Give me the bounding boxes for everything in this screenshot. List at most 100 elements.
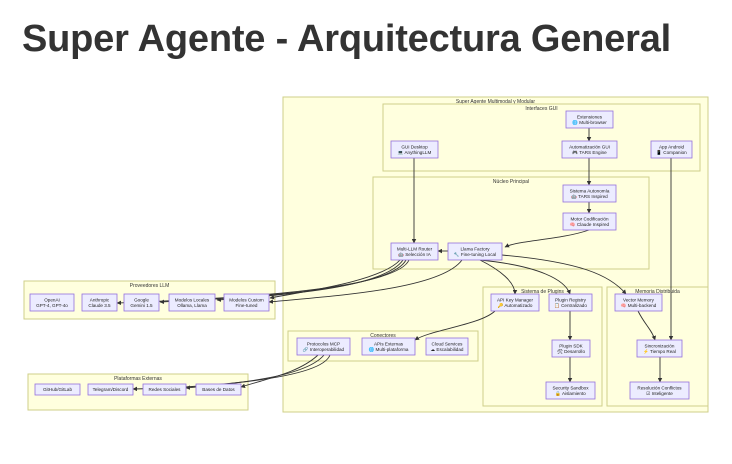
- node-label: 💻 AnythingLLM: [398, 150, 432, 156]
- node-box: [562, 212, 617, 231]
- node-label: ⚡ Tiempo Real: [643, 348, 676, 355]
- node-label: 🔧 Fine-tuning Local: [454, 251, 496, 258]
- node-box: [195, 383, 242, 396]
- node-github[interactable]: GitHub/GitLab: [34, 383, 81, 396]
- edge-connector: [240, 354, 319, 388]
- node-box: [551, 339, 591, 358]
- node-label: 🔒 Aislamiento: [555, 391, 586, 397]
- node-sync[interactable]: Sincronización⚡ Tiempo Real: [636, 339, 683, 358]
- node-registry[interactable]: Plugin Registry📋 Centralizado: [548, 293, 593, 312]
- cluster-title: Proveedores LLM: [130, 283, 169, 289]
- node-label: Cloud Services: [432, 341, 464, 346]
- node-label: APIs Externas: [374, 341, 404, 346]
- node-label: Claude 3.5: [88, 303, 111, 308]
- edge-connector: [414, 310, 496, 341]
- cluster-title: Interfaces GUI: [525, 106, 557, 112]
- node-label: 📱 Companion: [656, 149, 687, 156]
- node-cloud[interactable]: Cloud Services☁ Escalabilidad: [425, 337, 469, 356]
- cluster-title: Plataformas Externas: [114, 376, 162, 382]
- node-box: [390, 140, 439, 159]
- node-label: 🌐 Multi-plataforma: [369, 346, 409, 353]
- page-title: Super Agente - Arquitectura General: [22, 18, 671, 60]
- edge-connector: [268, 259, 463, 304]
- edge-connector: [501, 254, 627, 295]
- node-label: Telegram/Discord: [93, 387, 129, 392]
- node-label: 🧠 Claude Inspired: [570, 222, 610, 227]
- cluster-title: Núcleo Principal: [493, 179, 529, 185]
- node-label: 🤖 TARS Inspired: [571, 193, 608, 200]
- node-extensions[interactable]: Extensiones🌐 Multi-browser: [565, 110, 614, 129]
- node-label: Security Sandbox: [552, 385, 589, 390]
- node-label: GUI Desktop: [401, 144, 428, 149]
- node-label: Ollama, Llama: [177, 303, 207, 308]
- node-box: [565, 110, 614, 129]
- node-box: [650, 140, 693, 159]
- cluster-title: Conectores: [370, 333, 396, 339]
- node-box: [561, 140, 618, 159]
- node-label: Resolución Conflictos: [637, 385, 682, 390]
- node-label: API Key Manager: [497, 297, 533, 302]
- node-label: 📋 Centralizado: [554, 302, 587, 309]
- node-box: [490, 293, 540, 312]
- node-label: Fine-tuned: [236, 303, 258, 308]
- node-label: 🤖 Selección IA: [398, 251, 431, 258]
- node-box: [34, 383, 81, 396]
- node-label: Llama Factory: [460, 246, 490, 251]
- node-label: App Android: [659, 144, 684, 149]
- edge-connector: [269, 259, 401, 300]
- node-vector[interactable]: Vector Memory🧠 Multi-backend: [614, 293, 663, 312]
- node-label: Gemini 1.5: [130, 303, 153, 308]
- node-label: Sistema Autonomía: [570, 188, 610, 193]
- node-label: Sincronización: [645, 343, 675, 348]
- edge-connector: [479, 259, 571, 295]
- node-label: Google: [134, 297, 149, 302]
- cluster-gui: Interfaces GUI: [382, 103, 701, 172]
- node-autonomous[interactable]: Sistema Autonomía🤖 TARS Inspired: [562, 184, 617, 203]
- node-label: 🌐 Multi-browser: [572, 119, 607, 126]
- node-label: Plugin SDK: [559, 343, 583, 348]
- node-box: [123, 293, 160, 312]
- node-sdk[interactable]: Plugin SDK🛠 Desarrollo: [551, 339, 591, 358]
- node-box: [29, 293, 75, 312]
- node-label: Protocolos MCP: [307, 341, 340, 346]
- node-label: Modelos Locales: [175, 297, 210, 302]
- node-databases[interactable]: Bases de Datos: [195, 383, 242, 396]
- node-label: 🔑 Automatizado: [498, 302, 533, 309]
- node-router[interactable]: Multi-LLM Router🤖 Selección IA: [390, 242, 439, 261]
- node-box: [447, 242, 503, 261]
- node-llama[interactable]: Llama Factory🔧 Fine-tuning Local: [447, 242, 503, 261]
- node-label: 🎮 TARS Engine: [572, 150, 607, 155]
- node-label: Plugin Registry: [555, 297, 587, 302]
- node-gui-auto[interactable]: Automatización GUI🎮 TARS Engine: [561, 140, 618, 159]
- node-box: [636, 339, 683, 358]
- node-label: Vector Memory: [623, 297, 655, 302]
- node-box: [629, 381, 690, 400]
- node-sandbox[interactable]: Security Sandbox🔒 Aislamiento: [545, 381, 596, 400]
- node-gui-desktop[interactable]: GUI Desktop💻 AnythingLLM: [390, 140, 439, 159]
- node-social[interactable]: Redes Sociales: [142, 383, 187, 396]
- node-conflict[interactable]: Resolución Conflictos☑ Inteligente: [629, 381, 690, 400]
- node-api-keys[interactable]: API Key Manager🔑 Automatizado: [490, 293, 540, 312]
- node-box: [87, 383, 134, 396]
- node-android[interactable]: App Android📱 Companion: [650, 140, 693, 159]
- node-box: [614, 293, 663, 312]
- node-label: OpenAI: [44, 297, 60, 302]
- node-label: 🧠 Multi-backend: [621, 303, 657, 308]
- cluster-title: Super Agente Multimodal y Modular: [456, 99, 536, 105]
- node-label: ☁ Escalabilidad: [431, 347, 464, 352]
- node-telegram[interactable]: Telegram/Discord: [87, 383, 134, 396]
- node-label: Motor Codificación: [570, 216, 608, 221]
- node-box: [390, 242, 439, 261]
- node-coding[interactable]: Motor Codificación🧠 Claude Inspired: [562, 212, 617, 231]
- node-apis[interactable]: APIs Externas🌐 Multi-plataforma: [361, 337, 416, 356]
- node-label: Redes Sociales: [149, 387, 182, 392]
- node-label: GPT-4, GPT-4o: [36, 303, 68, 308]
- node-label: ☑ Inteligente: [646, 391, 673, 396]
- node-mcp[interactable]: Protocolos MCP🔗 Interoperabilidad: [296, 337, 351, 356]
